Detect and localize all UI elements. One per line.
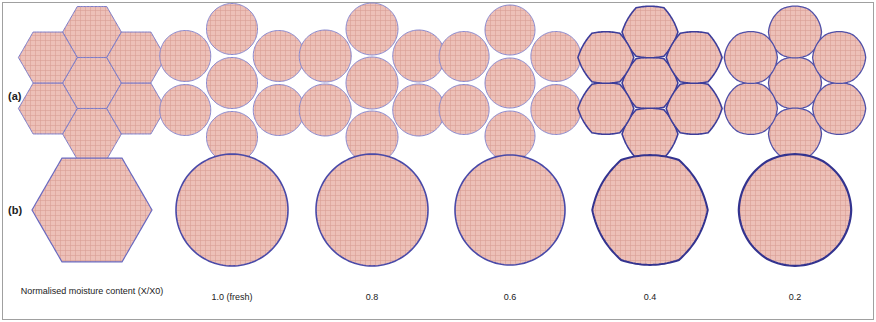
figure-frame — [3, 3, 874, 320]
particle-cell — [253, 31, 304, 82]
particle-cell — [578, 83, 634, 135]
particle-cell — [18, 32, 77, 83]
particle-cell — [485, 111, 535, 161]
particle-shape — [32, 158, 152, 262]
particle-cell — [439, 85, 489, 135]
value-label: 0.4 — [644, 292, 657, 303]
value-label: 1.0 (fresh) — [211, 292, 252, 303]
particle-cell — [18, 83, 77, 134]
particle-cell — [207, 58, 258, 109]
particle-cell — [253, 85, 304, 136]
particle-cell — [393, 30, 445, 82]
particle-cell — [299, 84, 351, 136]
particle-cell — [531, 32, 581, 82]
value-label: 0.8 — [366, 292, 379, 303]
particle-cell — [578, 32, 634, 84]
particle-cell — [724, 83, 777, 135]
particle-cell — [666, 32, 722, 84]
particle-cell — [485, 58, 535, 108]
particle-shape — [592, 155, 708, 265]
particle-shape — [455, 155, 565, 265]
particle-cell — [393, 84, 445, 136]
row-label: (a) — [8, 90, 21, 103]
particle-shape — [739, 154, 851, 266]
value-label: 0.6 — [504, 292, 517, 303]
axis-label: Normalised moisture content (X/X0) — [17, 286, 167, 297]
particle-cell — [813, 83, 866, 135]
row-label: (b) — [8, 204, 22, 217]
particle-cell — [666, 83, 722, 135]
particle-cell — [813, 32, 866, 84]
particle-cell — [160, 85, 211, 136]
value-label: 0.2 — [789, 292, 802, 303]
particle-cell — [207, 4, 258, 55]
particle-cell — [107, 32, 166, 83]
particle-cell — [531, 85, 581, 135]
particle-cell — [346, 57, 398, 109]
particle-shape — [176, 154, 288, 266]
particle-cell — [439, 32, 489, 82]
particle-cell — [724, 32, 777, 84]
particle-cell — [160, 31, 211, 82]
particle-cell — [299, 30, 351, 82]
particle-cell — [485, 5, 535, 55]
particle-shape — [316, 154, 428, 266]
particle-cell — [346, 3, 398, 55]
particle-cell — [107, 83, 166, 134]
